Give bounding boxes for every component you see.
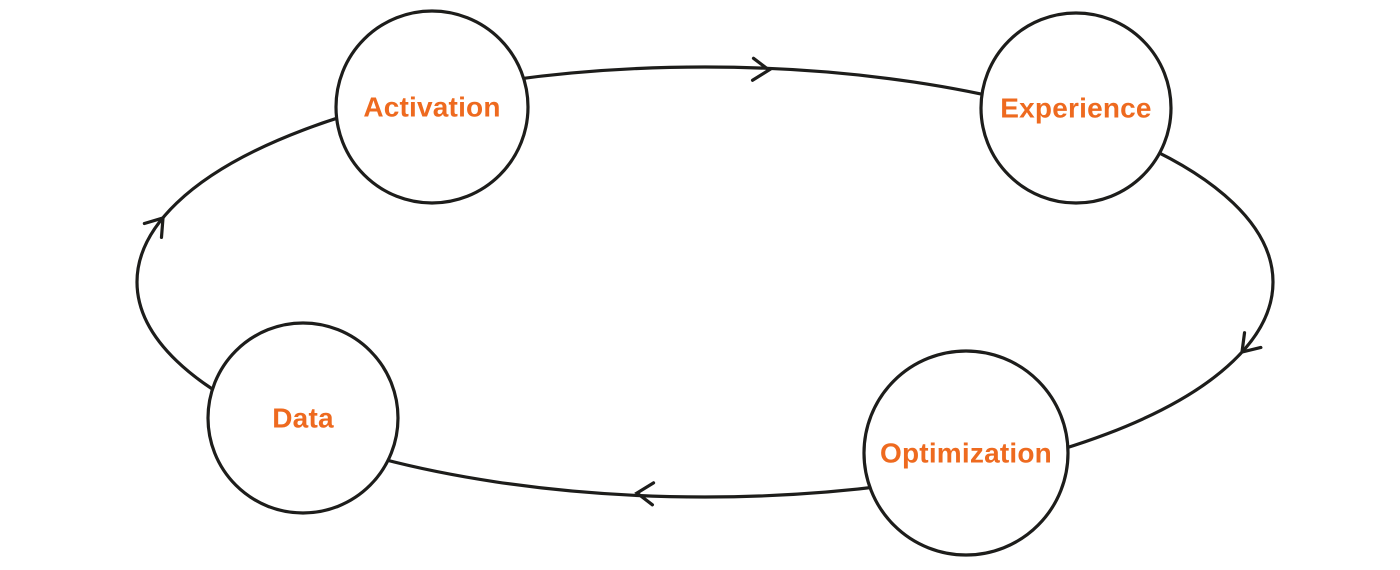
node-optimization-circle xyxy=(862,349,1070,557)
arrow-optimization-to-data-icon xyxy=(634,481,656,507)
node-experience-circle xyxy=(979,11,1173,205)
arrow-activation-to-experience-icon xyxy=(750,56,772,82)
node-experience: Experience xyxy=(979,11,1173,205)
node-activation-label: Activation xyxy=(363,92,500,123)
node-data-label: Data xyxy=(272,403,334,434)
node-activation: Activation xyxy=(334,9,530,205)
node-activation-circle xyxy=(334,9,530,205)
node-optimization: Optimization xyxy=(862,349,1070,557)
node-experience-label: Experience xyxy=(1000,93,1151,124)
node-data: Data xyxy=(206,321,400,515)
arrow-experience-to-optimization-icon xyxy=(1240,331,1263,355)
cycle-loop xyxy=(135,65,1275,499)
node-optimization-label: Optimization xyxy=(880,438,1052,469)
arrow-data-to-activation-icon xyxy=(142,215,165,239)
node-data-circle xyxy=(206,321,400,515)
